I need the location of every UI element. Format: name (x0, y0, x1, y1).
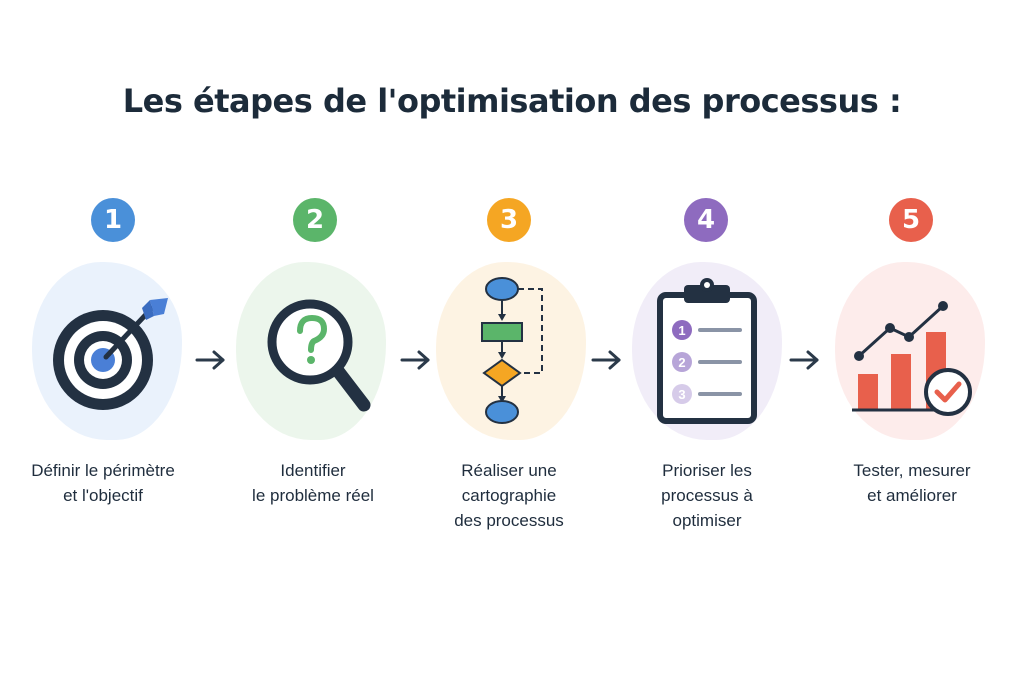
clipboard-list-icon: 1 2 3 (657, 278, 757, 424)
label-line: optimiser (672, 511, 742, 530)
step-number-badge: 5 (889, 198, 933, 242)
target-icon (53, 298, 168, 410)
label-line: et améliorer (867, 486, 957, 505)
step-label: Réaliser une cartographie des processus (424, 458, 594, 533)
step-label: Définir le périmètre et l'objectif (18, 458, 188, 508)
label-line: des processus (454, 511, 564, 530)
arrow-right-icon (591, 350, 621, 370)
arrow-right-icon (195, 350, 225, 370)
step-number-badge: 3 (487, 198, 531, 242)
step-1: 1 Définir le périmètre et l'objectif (18, 0, 188, 683)
step-4: 4 1 2 3 Prioriser les processus à optimi… (622, 0, 792, 683)
step-label: Tester, mesurer et améliorer (827, 458, 997, 508)
label-line: cartographie (461, 486, 557, 505)
label-line: Prioriser les (662, 461, 752, 480)
step-number-badge: 4 (684, 198, 728, 242)
step-number-badge: 2 (293, 198, 337, 242)
arrow-right-icon (789, 350, 819, 370)
arrow-right-icon (400, 350, 430, 370)
step-3: 3 Réaliser une cartographie des processu… (424, 0, 594, 683)
step-number-badge: 1 (91, 198, 135, 242)
step-label: Identifier le problème réel (228, 458, 398, 508)
svg-text:3: 3 (678, 387, 685, 402)
step-label: Prioriser les processus à optimiser (622, 458, 792, 533)
svg-text:1: 1 (678, 323, 685, 338)
label-line: Définir le périmètre (31, 461, 175, 480)
svg-text:2: 2 (678, 355, 685, 370)
label-line: et l'objectif (63, 486, 143, 505)
label-line: Réaliser une (461, 461, 557, 480)
step-5: 5 Tester, mesurer et améliorer (827, 0, 997, 683)
label-line: Tester, mesurer (853, 461, 971, 480)
magnifier-question-icon (267, 299, 371, 412)
chart-check-icon (852, 301, 972, 416)
label-line: le problème réel (252, 486, 374, 505)
label-line: Identifier (280, 461, 346, 480)
step-2: 2 Identifier le problème réel (228, 0, 398, 683)
flowchart-icon (481, 277, 543, 424)
page-title: Les étapes de l'optimisation des process… (122, 82, 902, 120)
label-line: processus à (661, 486, 753, 505)
